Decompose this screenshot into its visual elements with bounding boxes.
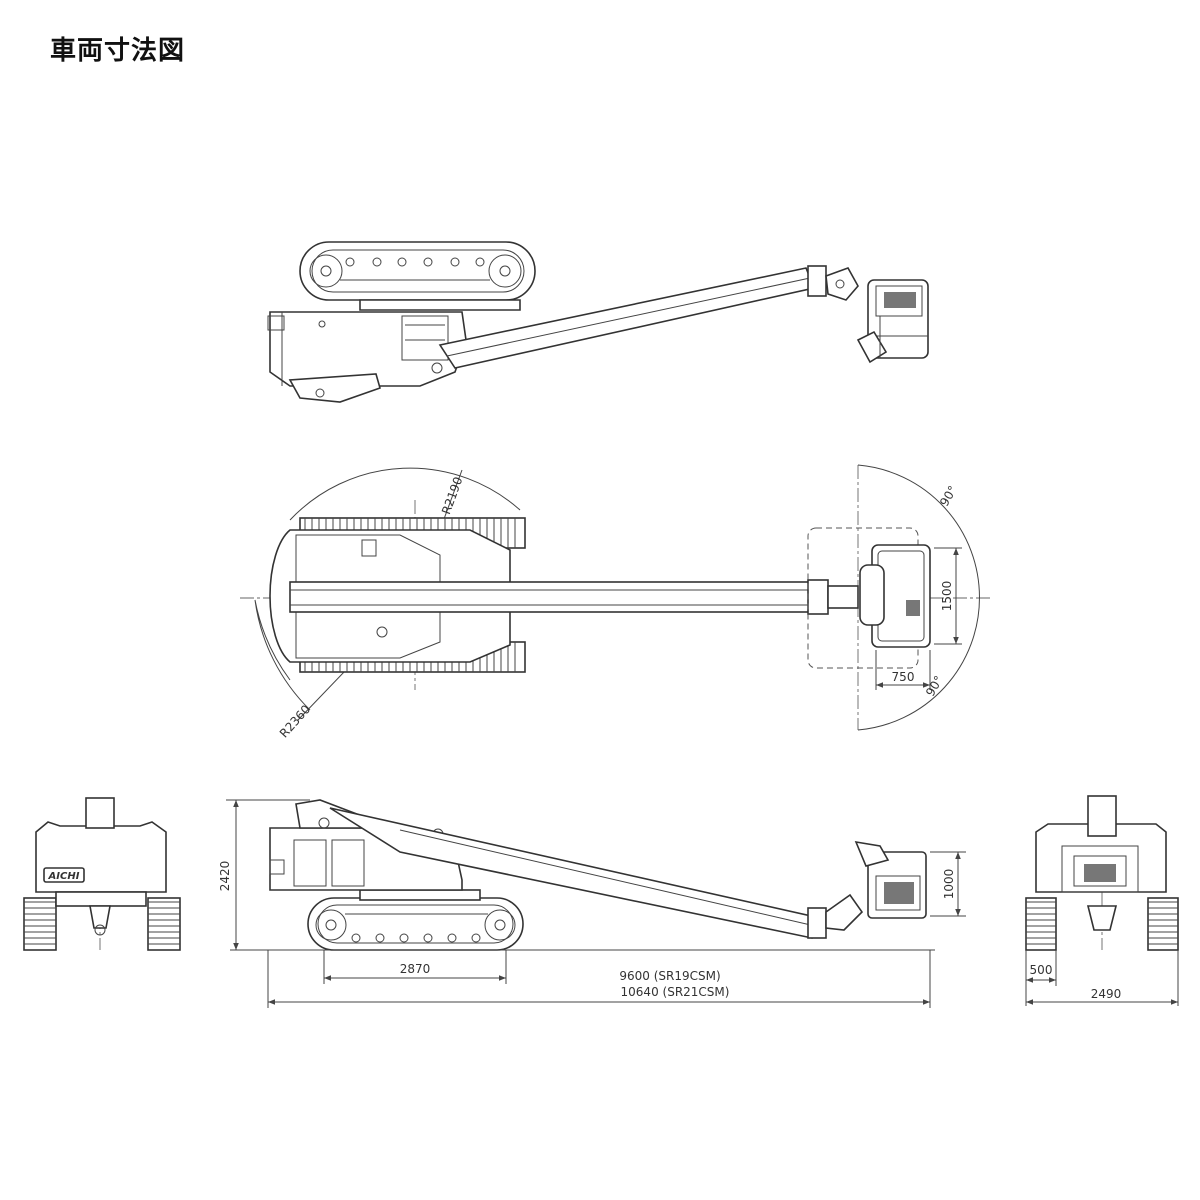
dim-bucket-width: 1500 <box>940 581 954 612</box>
dim-overall-length-sr21: 10640 (SR21CSM) <box>621 985 730 999</box>
brand-logo-text: AICHI <box>48 871 80 882</box>
dim-track-length: 2870 <box>400 962 431 976</box>
front-view: AICHI <box>23 797 181 951</box>
dim-side-height: 2420 <box>218 861 232 892</box>
dim-overall-width: 2490 <box>1091 987 1122 1001</box>
stowed-side-view <box>267 241 929 403</box>
dim-rotation-upper: 90° <box>937 483 960 508</box>
plan-view: 1500 750 90° 90° R2190 R2360 <box>240 464 990 740</box>
side-view: 2420 1000 2870 9600 (SR19CSM) 10640 (SR2… <box>218 799 966 1008</box>
dim-bucket-depth: 750 <box>892 670 915 684</box>
dim-swing-radius-front: R2190 <box>439 475 465 516</box>
dim-rotation-lower: 90° <box>923 673 946 698</box>
dim-bucket-height: 1000 <box>942 869 956 900</box>
dim-swing-radius-rear: R2360 <box>277 702 313 740</box>
dim-overall-length-sr19: 9600 (SR19CSM) <box>619 969 720 983</box>
page-title: 車両寸法図 <box>50 36 186 66</box>
rear-view: 500 2490 <box>1025 795 1179 1006</box>
dim-rear-offset: 500 <box>1030 963 1053 977</box>
